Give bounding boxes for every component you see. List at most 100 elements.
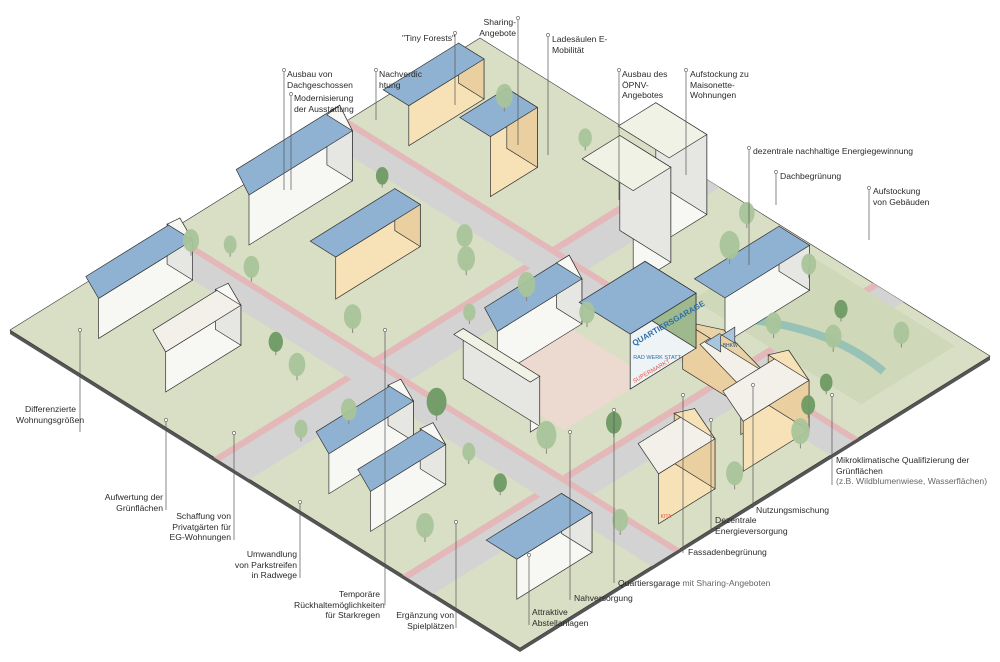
bike-lane [402, 282, 879, 579]
label-sharing: Sharing-Angebote [479, 17, 516, 38]
label-radwege: Umwandlung von Parkstreifen in Radwege [234, 549, 297, 581]
building-gable [682, 320, 765, 373]
tree-icon [495, 83, 513, 108]
label-nachverdichtung: Nachverdichtung [379, 69, 423, 90]
solar-roof [693, 225, 811, 299]
label-energieversorgung: Dezentrale Energieversorgung [715, 515, 788, 536]
tree-icon [462, 442, 476, 461]
leader-dot [374, 68, 378, 72]
leader-dot [164, 418, 168, 422]
tree-icon [343, 304, 362, 329]
tree-icon [579, 301, 595, 324]
label-nutzungsmischung: Nutzungsmischung [756, 505, 830, 515]
tree-icon [578, 128, 592, 148]
leader-dot [453, 31, 457, 35]
tree-icon [340, 398, 357, 421]
solar-roof [309, 188, 421, 258]
building-gable [419, 422, 447, 445]
tree-icon [801, 253, 817, 275]
leader-dot [289, 92, 293, 96]
leader-dot [867, 186, 871, 190]
tree-icon [416, 512, 434, 538]
leader-dot [78, 328, 82, 332]
tree-icon [719, 230, 740, 260]
building-gable [767, 349, 810, 381]
leader-dot [681, 393, 685, 397]
leader-dot [454, 520, 458, 524]
tree-icon [791, 418, 810, 445]
tree-icon [536, 420, 557, 450]
bhkw-sign: BHKW [723, 343, 738, 349]
tree-icon [819, 373, 833, 392]
leader-dot [546, 33, 550, 37]
tree-icon [182, 229, 200, 252]
solar-roof [382, 42, 485, 107]
tree-icon [801, 395, 816, 415]
tree-icon [834, 299, 848, 319]
leader-dot [612, 408, 616, 412]
tree-icon [457, 246, 476, 271]
label-mikroklima-sub: (z.B. Wildblumenwiese, Wasserflächen) [836, 476, 988, 487]
label-starkregen: Temporäre Rückhaltemöglichkeiten für Sta… [294, 589, 385, 621]
building-gable [214, 282, 242, 306]
label-dachgeschoss: Ausbau von Dachgeschossen [287, 69, 353, 90]
tree-icon [726, 461, 744, 486]
leader-dot [282, 68, 286, 72]
label-fassaden: Fassadenbegrünung [688, 547, 767, 557]
tree-icon [765, 312, 782, 335]
bike-workshop-sign: RAD WERK STATT [633, 355, 681, 361]
green-roof [581, 135, 672, 192]
tree-icon [223, 235, 237, 254]
label-quartiersgarage-main: Quartiersgarage [618, 578, 681, 588]
tree-icon [517, 271, 536, 297]
water-area [742, 315, 886, 375]
leader-dot [568, 430, 572, 434]
label-charging: Ladesäulen E-Mobilität [552, 34, 608, 55]
tree-icon [243, 255, 260, 278]
label-tiny-forests: "Tiny Forests" [402, 33, 456, 43]
leader-dot [383, 328, 387, 332]
label-gruenflaechen: Aufwertung der Grünflächen [104, 492, 163, 513]
tree-icon [268, 331, 283, 352]
tree-icon [612, 508, 629, 532]
bike-lane [164, 230, 680, 553]
tree-icon [456, 224, 473, 247]
tree-icon [463, 303, 476, 322]
leader-dot [684, 68, 688, 72]
tree-icon [893, 321, 910, 344]
leader-dot [709, 418, 713, 422]
leader-dot [751, 383, 755, 387]
leader-dot [830, 393, 834, 397]
leader-dot [527, 553, 531, 557]
building-gable [387, 378, 414, 402]
label-wohnungsgroessen: Differenzierte Wohnungsgrößen [16, 404, 85, 425]
label-nachverdichtung-text: Nachverdichtung [379, 69, 422, 90]
green-roof [617, 102, 708, 159]
kita-sign: KITA [661, 514, 672, 520]
label-aufstockung: Aufstockung von Gebäuden [873, 186, 930, 207]
label-mikroklima: Mikroklimatische Qualifizierung der Grün… [836, 455, 991, 487]
tree-icon [426, 387, 447, 416]
garage-solar-roof [578, 260, 697, 335]
road-horizontal [214, 165, 720, 480]
green-roof [453, 328, 541, 383]
tree-icon [493, 473, 507, 493]
leader-dot [516, 16, 520, 20]
label-spielplaetze: Ergänzung von Spielplätzen [396, 610, 454, 631]
building-gable [326, 104, 354, 132]
label-quartiersgarage: Quartiersgarage mit Sharing-Angeboten [618, 578, 770, 589]
label-energiegewinnung: dezentrale nachhaltige Energiegewinnung [753, 146, 914, 156]
leader-dot [747, 146, 751, 150]
label-nahversorgung: Nahversorgung [574, 593, 633, 603]
label-quartiersgarage-sub: mit Sharing-Angeboten [682, 578, 771, 588]
building-gable [673, 408, 716, 440]
leader-dot [232, 431, 236, 435]
label-maisonette: Aufstockung zu Maisonette-Wohnungen [690, 69, 749, 101]
label-abstellanlagen: Attraktive Abstellanlagen [532, 607, 589, 628]
tree-icon [738, 202, 755, 225]
label-dachbegruenung: Dachbegrünung [780, 171, 842, 181]
leader-dot [617, 68, 621, 72]
tree-icon [824, 324, 842, 348]
